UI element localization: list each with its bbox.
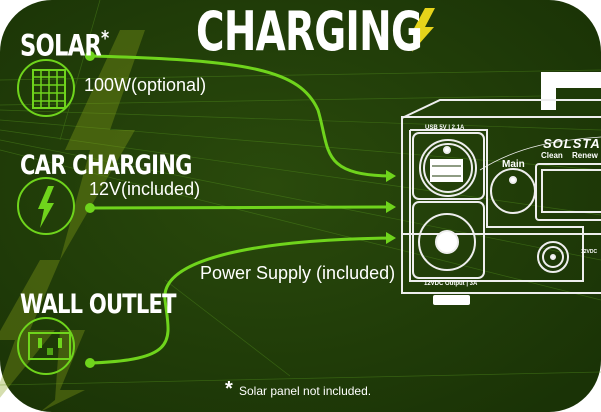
dc-output-label: 12VDC Output | 3A (424, 281, 478, 287)
connector-ends (85, 51, 396, 368)
tagline-clean: Clean (541, 151, 563, 160)
dc-input-label: 12VDC (581, 249, 598, 255)
wall-connector (89, 236, 391, 365)
car-charging-detail: 12V(included) (89, 179, 201, 199)
usb-port-label: USB 5V | 2.1A (425, 125, 465, 131)
tagline-renew: Renew (572, 151, 598, 160)
solar-connector (89, 54, 391, 178)
lightning-icon (17, 177, 75, 235)
power-station-device (401, 72, 601, 305)
wall-outlet-icon (17, 317, 75, 375)
solar-panel-icon (17, 59, 75, 117)
solar-label-text: SOLAR (20, 28, 102, 63)
footnote-text: Solar panel not included. (239, 384, 372, 398)
wall-outlet-detail: Power Supply (included) (200, 263, 396, 283)
wall-outlet-label: WALL OUTLET (20, 289, 176, 320)
solar-asterisk: * (100, 26, 109, 50)
page-title: CHARGING (196, 0, 423, 63)
title-lightning-icon (412, 8, 435, 52)
main-switch-label: Main (502, 159, 525, 170)
car-charging-label: CAR CHARGING (20, 150, 192, 181)
solar-detail: 100W(optional) (84, 75, 207, 95)
brand-logo: SOLSTA (543, 136, 601, 151)
footnote-asterisk: * (225, 378, 233, 400)
solar-label: SOLAR* (20, 26, 109, 63)
car-connector (89, 205, 391, 210)
grid-lines (0, 0, 601, 386)
